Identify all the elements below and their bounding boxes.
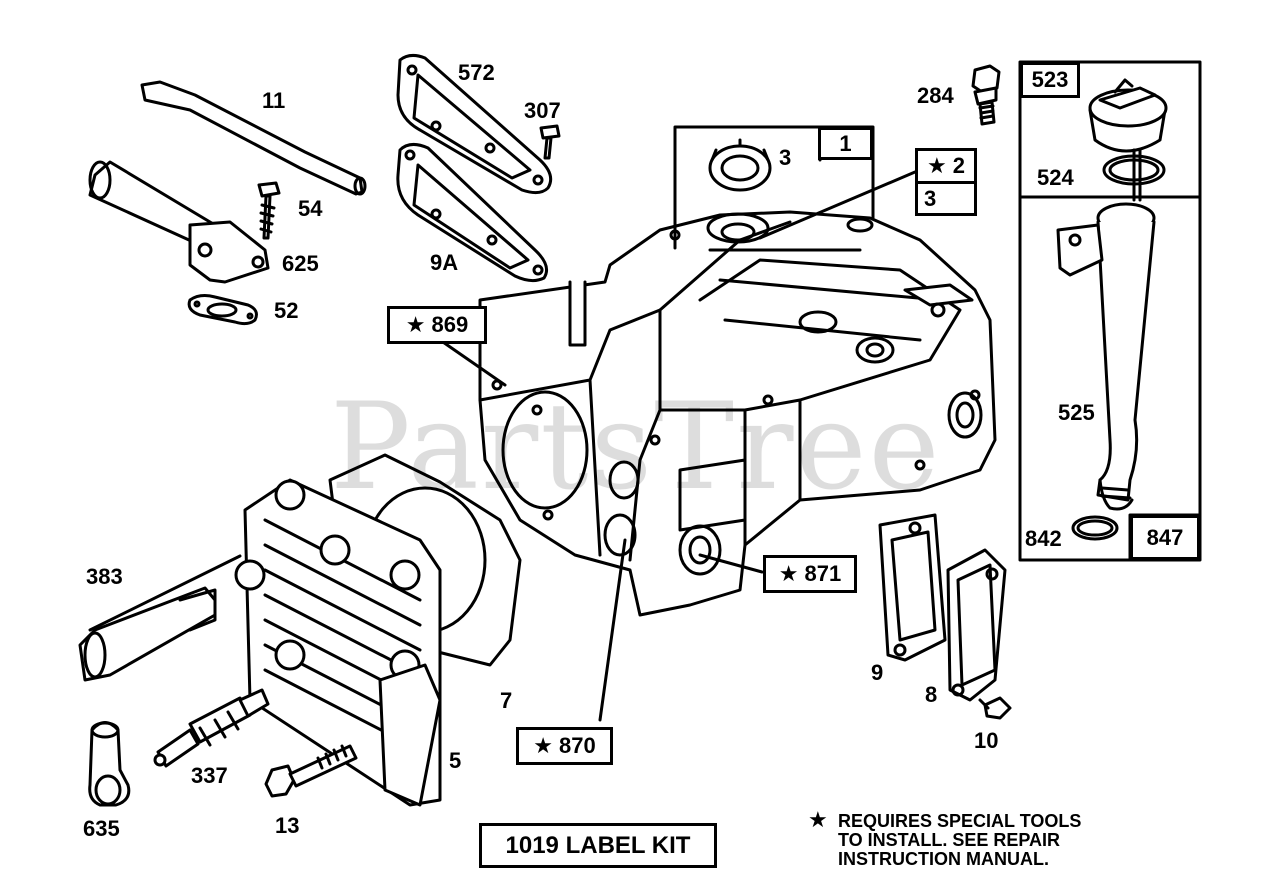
- part-337-spark-plug: [153, 688, 270, 768]
- part-635-boot: [88, 721, 131, 807]
- label-572: 572: [458, 60, 495, 85]
- note-line-2: TO INSTALL. SEE REPAIR: [838, 830, 1061, 850]
- box-label-871: ★ 871: [763, 555, 857, 593]
- part-5-cylinder-head: [234, 478, 442, 807]
- part-572-gasket: [396, 53, 553, 195]
- part-13-bolt: [264, 744, 358, 798]
- part-52-gasket: [187, 294, 258, 326]
- label-52: 52: [274, 298, 299, 323]
- label-10: 10: [974, 728, 999, 753]
- label-284: 284: [917, 83, 954, 108]
- label-3-seal: 3: [779, 145, 792, 170]
- part-625-elbow: [88, 160, 270, 284]
- part-10-bolt: [978, 696, 1012, 720]
- box-label-847-text: 847: [1146, 524, 1184, 550]
- star-icon: ★: [405, 312, 426, 337]
- label-635: 635: [83, 816, 120, 841]
- part-524-o-ring: [1102, 148, 1166, 202]
- label-13: 13: [275, 813, 300, 838]
- watermark: PartsTree: [330, 378, 942, 517]
- part-307-bolt: [539, 124, 561, 160]
- star-icon: ★: [808, 807, 828, 832]
- box-label-523-text: 523: [1031, 67, 1069, 92]
- label-383: 383: [86, 564, 123, 589]
- box-label-1-text: 1: [839, 130, 852, 156]
- box-label-2-top: ★ 2: [918, 151, 974, 184]
- star-icon: ★: [927, 153, 947, 178]
- leader-2: [758, 170, 917, 240]
- box-label-871-text: 871: [804, 561, 842, 586]
- label-9A: 9A: [430, 250, 459, 275]
- box-label-870: ★ 870: [516, 727, 613, 765]
- special-tools-note: ★ REQUIRES SPECIAL TOOLS TO INSTALL. SEE…: [808, 807, 1082, 869]
- label-11: 11: [262, 88, 286, 113]
- star-icon: ★: [533, 733, 553, 758]
- part-8-breather: [946, 548, 1007, 702]
- label-625: 625: [282, 251, 319, 276]
- dipstick-kit-frame: [1018, 60, 1202, 562]
- label-5: 5: [449, 748, 462, 773]
- part-11-tube: [140, 80, 367, 196]
- box-label-847: 847: [1130, 515, 1200, 560]
- label-524: 524: [1037, 165, 1074, 190]
- label-842: 842: [1025, 526, 1062, 551]
- note-line-1: REQUIRES SPECIAL TOOLS: [838, 811, 1082, 831]
- part-842-o-ring: [1071, 515, 1119, 541]
- leader-870: [598, 538, 627, 722]
- part-523-cap: [1088, 78, 1168, 153]
- part-9A-gasket: [396, 143, 548, 283]
- label-54: 54: [298, 196, 323, 221]
- box-label-2-bottom: 3: [918, 184, 974, 213]
- box-label-869-text: 869: [431, 312, 469, 337]
- leader-869: [438, 338, 507, 387]
- label-7: 7: [500, 688, 513, 713]
- label-525: 525: [1058, 400, 1095, 425]
- part-54-bolt: [257, 181, 281, 240]
- label-337: 337: [191, 763, 228, 788]
- label-kit-box: 1019 LABEL KIT: [479, 823, 717, 868]
- label-9: 9: [871, 660, 884, 685]
- part-3-seal: [708, 138, 772, 192]
- note-line-3: INSTRUCTION MANUAL.: [838, 849, 1049, 869]
- part-525-tube: [1056, 202, 1156, 511]
- part-383-wire: [78, 554, 242, 682]
- box-label-2-text: 2: [952, 153, 965, 178]
- box-label-869: ★ 869: [387, 306, 487, 344]
- label-3-kit: 3: [924, 185, 937, 211]
- label-8: 8: [925, 682, 938, 707]
- label-307: 307: [524, 98, 561, 123]
- star-icon: ★: [778, 561, 799, 586]
- box-label-1: 1: [818, 127, 873, 160]
- part-284-bolt: [971, 64, 1001, 126]
- label-kit-text: 1019 LABEL KIT: [505, 831, 691, 859]
- part-crankcase-block: [478, 210, 997, 617]
- part-9-gasket: [878, 513, 947, 662]
- box-label-870-text: 870: [559, 733, 596, 758]
- box-label-523: 523: [1020, 62, 1080, 98]
- leader-871: [698, 553, 764, 574]
- box-label-2: ★ 2 3: [915, 148, 977, 216]
